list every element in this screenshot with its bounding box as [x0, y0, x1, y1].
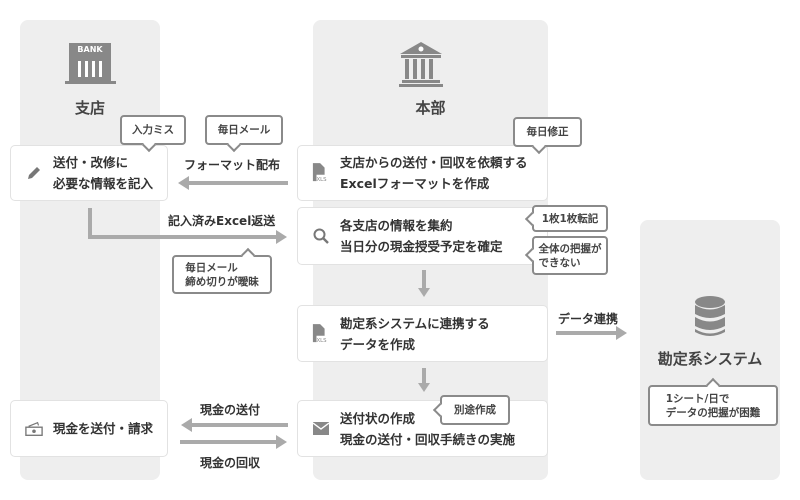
hq-aggregate-card: 各支店の情報を集約当日分の現金授受予定を確定: [297, 207, 548, 265]
cash-icon: [25, 421, 43, 437]
hq-data-card: XLS 勘定系システムに連携するデータを作成: [297, 305, 548, 362]
branch-cash-card: 現金を送付・請求: [10, 400, 168, 457]
search-icon: [312, 228, 330, 244]
format-arrow: [188, 181, 288, 185]
down-arrow: [422, 368, 426, 384]
hq-title: 本部: [415, 99, 446, 117]
arrow-head: [616, 326, 627, 340]
arrow-head: [276, 230, 287, 244]
arrow-head: [418, 288, 430, 297]
callout-separate: 別途作成: [432, 395, 510, 425]
arrow-head: [178, 176, 189, 190]
down-arrow: [422, 270, 426, 289]
arrow-head: [276, 435, 287, 449]
xls-file-icon: XLS: [312, 323, 330, 345]
hq-invoice-card: 送付状の作成現金の送付・回収手続きの実施: [297, 400, 548, 457]
return-label: 記入済みExcel返送: [168, 214, 276, 228]
callout-transcribe: 1枚1枚転記: [524, 205, 608, 232]
database-icon: [695, 296, 725, 336]
callout-no-overview: 全体の把握ができない: [524, 236, 608, 275]
mail-icon: [312, 422, 330, 435]
callout-daily-mail: 毎日メール: [205, 115, 283, 153]
branch-title: 支店: [74, 99, 105, 117]
svg-text:XLS: XLS: [317, 338, 328, 344]
system-title: 勘定系システム: [657, 350, 763, 368]
data-link-arrow: [556, 331, 618, 335]
format-label: フォーマット配布: [184, 158, 281, 172]
data-link-label: データ連携: [558, 312, 619, 326]
pencil-icon: [25, 165, 43, 181]
callout-deadline: 毎日メール締め切りが曖昧: [172, 247, 272, 294]
cash-collect-arrow: [180, 440, 277, 444]
arrow-head: [418, 383, 430, 392]
system-column: [640, 220, 780, 480]
cash-send-arrow: [192, 423, 288, 427]
return-arrow: [88, 208, 92, 239]
callout-daily-fix: 毎日修正: [513, 117, 582, 155]
arrow-head: [181, 418, 192, 432]
bank-icon: BANK: [65, 43, 117, 86]
return-arrow-h: [88, 235, 278, 239]
xls-file-icon: XLS: [312, 162, 330, 184]
cash-collect-label: 現金の回収: [200, 456, 261, 470]
branch-fill-card: 送付・改修に必要な情報を記入: [10, 145, 168, 201]
headquarters-icon: [399, 42, 443, 87]
callout-input-error: 入力ミス: [120, 115, 186, 153]
callout-one-sheet: 1シート/日でデータの把握が困難: [648, 377, 778, 426]
svg-text:XLS: XLS: [317, 177, 328, 183]
cash-send-label: 現金の送付: [200, 403, 261, 417]
